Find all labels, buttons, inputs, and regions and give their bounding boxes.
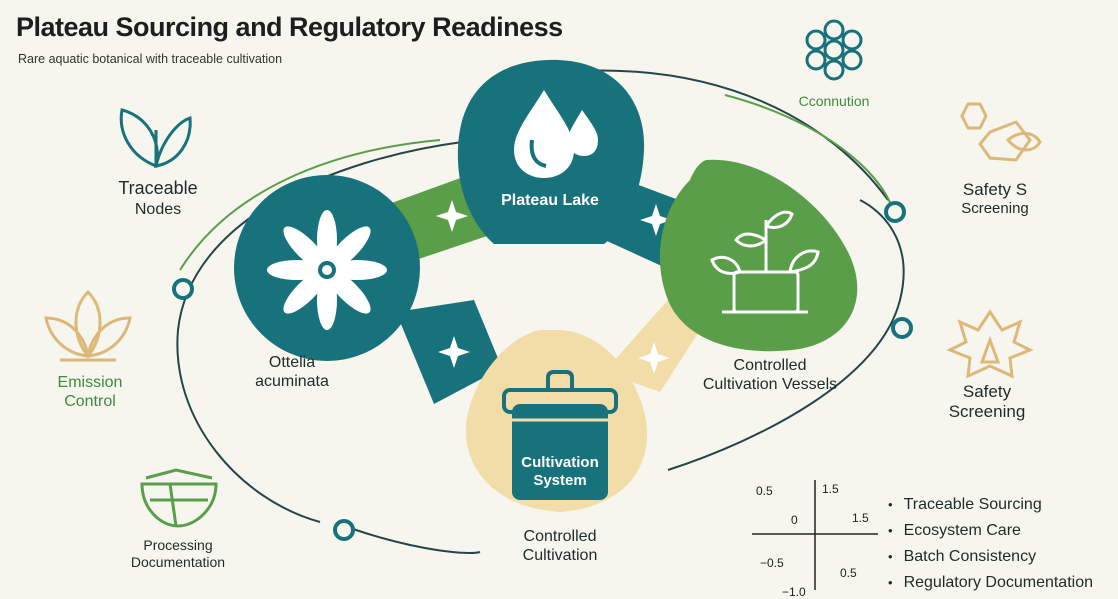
orbit-arcs xyxy=(176,69,905,554)
orbit-node-right-top xyxy=(884,201,906,223)
cultivation-vessels-label-line2: Cultivation Vessels xyxy=(702,376,838,394)
safety-screening-label: Safety Screening xyxy=(922,382,1052,423)
ottelia-label-line1: Ottelia xyxy=(268,354,316,371)
orbit-arc-right xyxy=(667,199,905,471)
legend-item: Regulatory Documentation xyxy=(888,570,1093,596)
emission-control-label-line1: Emission xyxy=(57,374,123,391)
traceable-nodes-label-line2: Nodes xyxy=(134,200,182,218)
processing-documentation-label: Processing Documentation xyxy=(108,537,248,571)
sparkle-icon xyxy=(640,204,672,236)
mini-axis-tick: 0.5 xyxy=(756,484,773,498)
mini-axis-tick: −1.0 xyxy=(782,585,806,599)
safety-s-screening-label: Safety S Screening xyxy=(930,180,1060,218)
sparkle-icon xyxy=(638,342,670,374)
cultivation-vessels-node xyxy=(659,159,858,352)
legend-item: Batch Consistency xyxy=(888,544,1093,570)
legend-item: Ecosystem Care xyxy=(888,518,1093,544)
cultivation-system-label: Cultivation System xyxy=(500,454,620,490)
ottelia-label: Ottelia acuminata xyxy=(232,353,352,391)
ottelia-label-line2: acuminata xyxy=(255,373,329,391)
cluster-icon xyxy=(805,19,863,81)
safety-s-screening-label-line2: Screening xyxy=(961,200,1029,218)
leaf-icon xyxy=(119,108,192,169)
orbit-node-bottom xyxy=(333,519,355,541)
sparkle-icon xyxy=(438,336,470,368)
lotus-icon xyxy=(44,289,132,362)
plateau-lake-label: Plateau Lake xyxy=(501,192,599,209)
flame-icon xyxy=(946,309,1034,379)
safety-screening-label-line1: Safety xyxy=(962,382,1012,401)
safety-s-screening-label-line1: Safety S xyxy=(962,180,1028,199)
container-icon xyxy=(502,370,618,500)
mini-axis-tick: 0 xyxy=(791,513,798,527)
traceable-nodes-label: Traceable Nodes xyxy=(88,178,228,219)
orbit-arc-top-right xyxy=(559,69,889,201)
processing-documentation-label-line1: Processing xyxy=(143,537,213,553)
cultivation-vessels-label: Controlled Cultivation Vessels xyxy=(680,356,860,394)
cconnution-label: Cconnution xyxy=(798,93,870,109)
controlled-cultivation-label: Controlled Cultivation xyxy=(490,527,630,565)
mini-axis-tick: 0.5 xyxy=(840,566,857,580)
cultivation-vessels-label-line1: Controlled xyxy=(733,357,807,374)
sparkle-icon xyxy=(436,200,468,232)
orbit-arc-green-right xyxy=(724,94,894,211)
safety-screening-label-line2: Screening xyxy=(948,402,1026,422)
orbit-arc-green xyxy=(179,139,441,271)
controlled-cultivation-label-line2: Cultivation xyxy=(522,547,598,565)
mini-axis xyxy=(752,480,878,590)
orbit-arc-left xyxy=(176,141,463,523)
emission-control-label: Emission Control xyxy=(30,373,150,411)
connector-bottom-right xyxy=(604,300,700,392)
plant-vessel-icon xyxy=(710,210,820,314)
mini-axis-tick: 1.5 xyxy=(822,482,839,496)
orbit-node-right-bottom xyxy=(891,317,913,339)
orbit-node-left xyxy=(172,278,194,300)
cultivation-system-label-line1: Cultivation xyxy=(521,454,599,471)
water-drop-icon xyxy=(514,90,598,178)
legend-list: Traceable Sourcing Ecosystem Care Batch … xyxy=(888,492,1093,596)
orbit-arc-bottom xyxy=(349,527,481,554)
traceable-nodes-label-line1: Traceable xyxy=(118,178,198,198)
bowl-icon xyxy=(140,468,218,528)
flower-icon xyxy=(267,210,387,330)
processing-documentation-label-line2: Documentation xyxy=(130,553,226,570)
mini-axis-tick: −0.5 xyxy=(760,556,784,570)
mini-axis-tick: 1.5 xyxy=(852,511,869,525)
page-subtitle: Rare aquatic botanical with traceable cu… xyxy=(18,52,283,66)
controlled-cultivation-label-line1: Controlled xyxy=(523,528,597,545)
emission-control-label-line2: Control xyxy=(64,393,116,411)
legend-item: Traceable Sourcing xyxy=(888,492,1093,518)
page-title: Plateau Sourcing and Regulatory Readines… xyxy=(16,12,563,42)
cultivation-system-label-line2: System xyxy=(533,472,587,489)
hexagon-icon xyxy=(960,102,1042,162)
